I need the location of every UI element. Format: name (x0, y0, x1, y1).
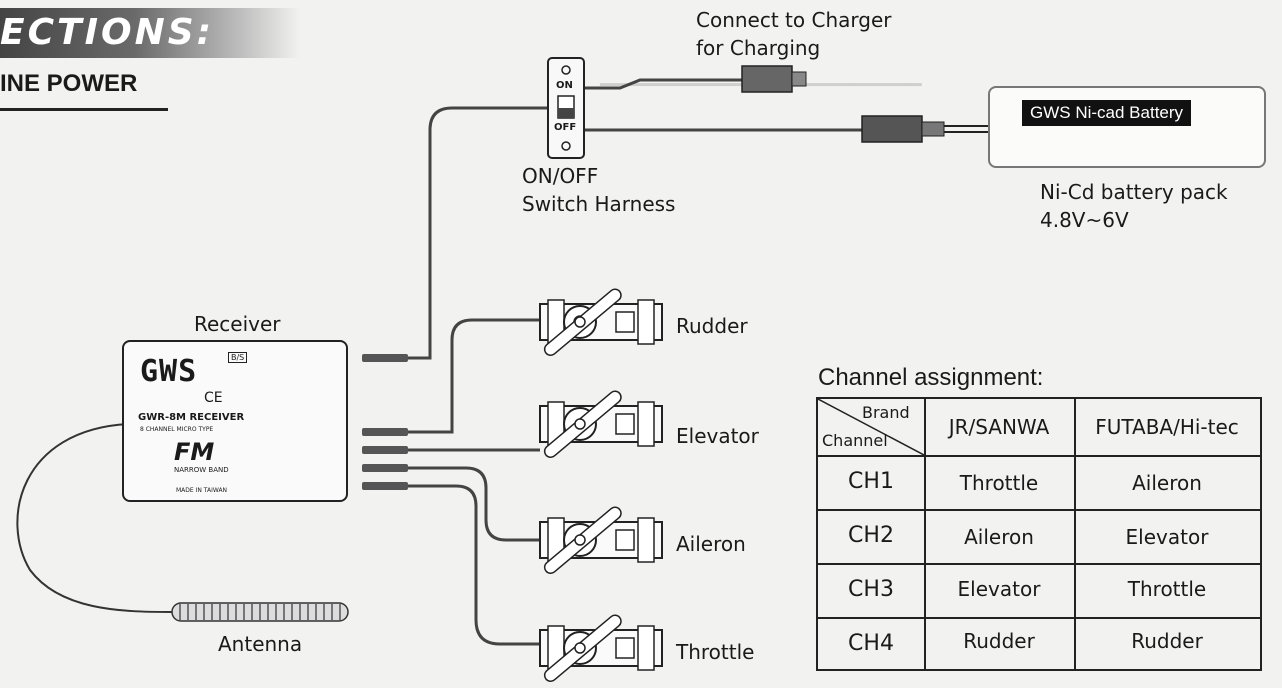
section-subtitle: INE POWER (0, 70, 138, 97)
servo-label-throttle: Throttle (676, 640, 755, 664)
corner-brand: Brand (862, 403, 910, 422)
column-header: FUTABA/Hi-tec (1095, 415, 1239, 439)
servo-label-elevator: Elevator (676, 424, 759, 448)
antenna-coil-icon (171, 602, 349, 622)
servo-label-aileron: Aileron (676, 532, 746, 556)
bleed-text: ▔▔▔▔▔▔▔▔▔▔▔▔▔▔▔▔▔▔▔▔▔▔ (600, 84, 922, 106)
charger-label-line2: for Charging (696, 36, 821, 60)
table-cell: Rudder (963, 629, 1035, 653)
table-cell: Elevator (957, 577, 1041, 601)
charger-label-line1: Connect to Charger (696, 8, 892, 32)
page-title: ECTIONS: (0, 12, 215, 53)
antenna-label: Antenna (218, 632, 303, 656)
switch-harness-icon (547, 57, 585, 159)
receiver-logo: GWS (140, 354, 198, 389)
switch-lead-wire (408, 106, 552, 360)
servo-label-rudder: Rudder (676, 314, 748, 338)
subtitle-underline (0, 108, 168, 111)
channel-table: Brand Channel JR/SANWA FUTABA/Hi-tec CH1… (816, 397, 1262, 671)
charger-plug-icon (741, 65, 807, 93)
table-cell: Aileron (964, 525, 1034, 549)
table-cell: Throttle (1127, 577, 1207, 601)
receiver: GWS B/S CE GWR-8M RECEIVER 8 CHANNEL MIC… (122, 340, 348, 502)
table-cell: CH2 (848, 523, 894, 548)
receiver-bs-mark: B/S (228, 352, 248, 363)
receiver-model: GWR-8M RECEIVER (138, 412, 245, 423)
battery-pack (988, 86, 1266, 168)
switch-label-line2: Switch Harness (522, 192, 676, 216)
switch-on-text: ON (556, 80, 573, 91)
servo-icon (539, 288, 663, 356)
receiver-fm: FM (174, 438, 215, 466)
table-cell: CH3 (848, 577, 894, 602)
aileron-lead-wire (408, 466, 540, 542)
table-title: Channel assignment: (818, 364, 1044, 391)
table-cell: Throttle (959, 471, 1039, 495)
servo-icon (539, 390, 663, 458)
battery-plug-icon (861, 115, 1000, 143)
column-header: JR/SANWA (948, 415, 1050, 439)
ce-mark: CE (204, 390, 223, 406)
throttle-lead-wire (408, 484, 540, 646)
switch-off-text: OFF (554, 122, 577, 133)
corner-channel: Channel (822, 431, 888, 450)
receiver-model-sub: 8 CHANNEL MICRO TYPE (140, 426, 214, 433)
antenna-wire (16, 423, 173, 613)
table-cell: Rudder (1131, 629, 1203, 653)
battery-caption-line2: 4.8V~6V (1040, 208, 1129, 232)
corner-diagonal (818, 399, 924, 455)
battery-brand-label: GWS Ni-cad Battery (1022, 100, 1192, 126)
table-cell: Aileron (1132, 471, 1202, 495)
receiver-made-in: MADE IN TAIWAN (176, 487, 228, 494)
table-cell: Elevator (1125, 525, 1209, 549)
header-banner (0, 8, 300, 58)
battery-caption-line1: Ni-Cd battery pack (1040, 180, 1228, 204)
switch-label-line1: ON/OFF (522, 164, 599, 188)
servo-icon (539, 614, 663, 682)
rudder-lead-wire (408, 318, 540, 434)
receiver-label: Receiver (194, 312, 281, 336)
receiver-band: NARROW BAND (174, 466, 229, 474)
table-cell: CH1 (848, 469, 894, 494)
charger-lead-wire (580, 78, 742, 90)
receiver-plugs (362, 354, 408, 490)
table-cell: CH4 (848, 631, 894, 656)
servo-icon (539, 506, 663, 574)
